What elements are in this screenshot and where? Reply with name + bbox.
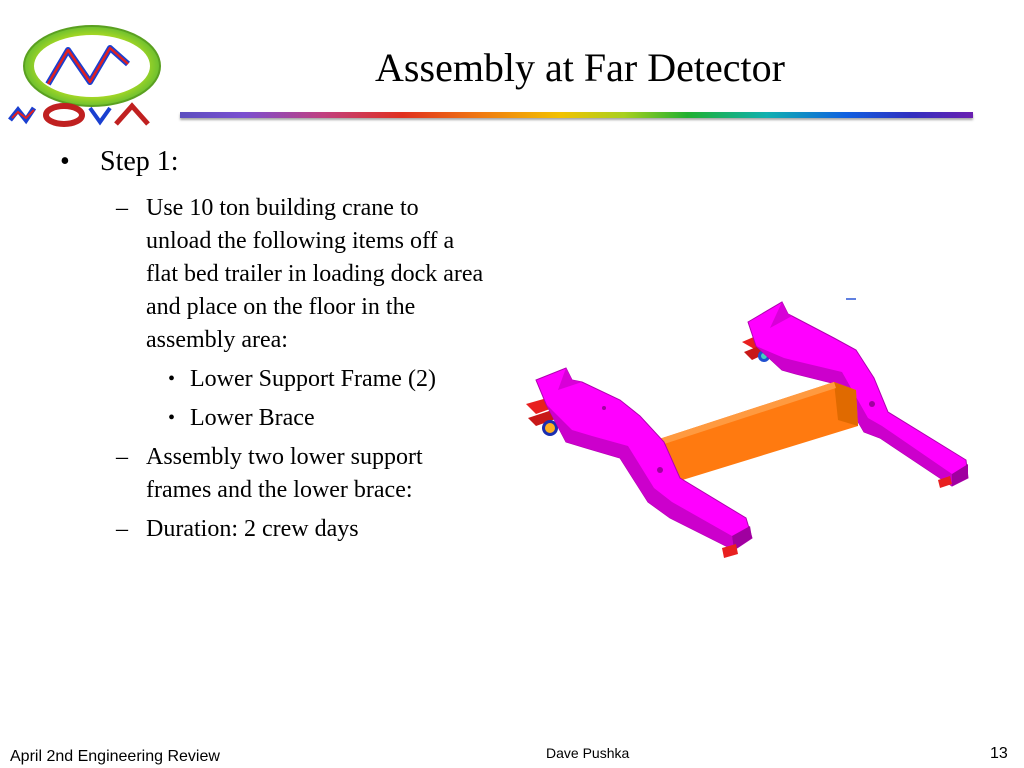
nova-logo: [4, 20, 164, 128]
assembly-illustration: [520, 292, 980, 564]
subsub-lower-brace: • Lower Brace: [56, 402, 506, 435]
bullet-marker: •: [168, 407, 176, 429]
support-frame-render: [526, 298, 969, 558]
dash-marker: –: [116, 195, 128, 221]
subsub-lower-support-frame-text: Lower Support Frame (2): [190, 366, 436, 392]
subsub-lower-support-frame: • Lower Support Frame (2): [56, 363, 506, 396]
nova-logo-graphic: [8, 25, 161, 127]
subbullet-duration-text: Duration: 2 crew days: [146, 516, 359, 542]
footer-page-number: 13: [990, 745, 1008, 762]
far-support-frame: [747, 301, 969, 488]
subbullet-unload: – Use 10 ton building crane to unload th…: [56, 192, 486, 357]
footer-event: April 2nd Engineering Review: [10, 748, 220, 765]
subbullet-assembly-text: Assembly two lower support frames and th…: [146, 444, 423, 503]
subsub-lower-brace-text: Lower Brace: [190, 405, 315, 431]
bullet-step-text: Step 1:: [100, 146, 179, 177]
title-underline-rainbow: [180, 112, 973, 118]
bullet-step: • Step 1:: [56, 140, 506, 184]
footer-author: Dave Pushka: [546, 745, 630, 761]
subbullet-unload-text: Use 10 ton building crane to unload the …: [146, 195, 484, 353]
near-support-frame: [535, 367, 753, 558]
slide-body: • Step 1: – Use 10 ton building crane to…: [56, 140, 506, 546]
lower-brace: [654, 382, 858, 482]
nova-logo-wordmark: [8, 102, 150, 127]
dash-marker: –: [116, 444, 128, 470]
bullet-marker: •: [168, 368, 176, 390]
dash-marker: –: [116, 516, 128, 542]
background-marker: [846, 298, 856, 300]
subbullet-assembly: – Assembly two lower support frames and …: [56, 441, 486, 507]
slide-title: Assembly at Far Detector: [375, 45, 785, 90]
subbullet-duration: – Duration: 2 crew days: [56, 513, 486, 546]
bullet-marker: •: [60, 146, 70, 177]
